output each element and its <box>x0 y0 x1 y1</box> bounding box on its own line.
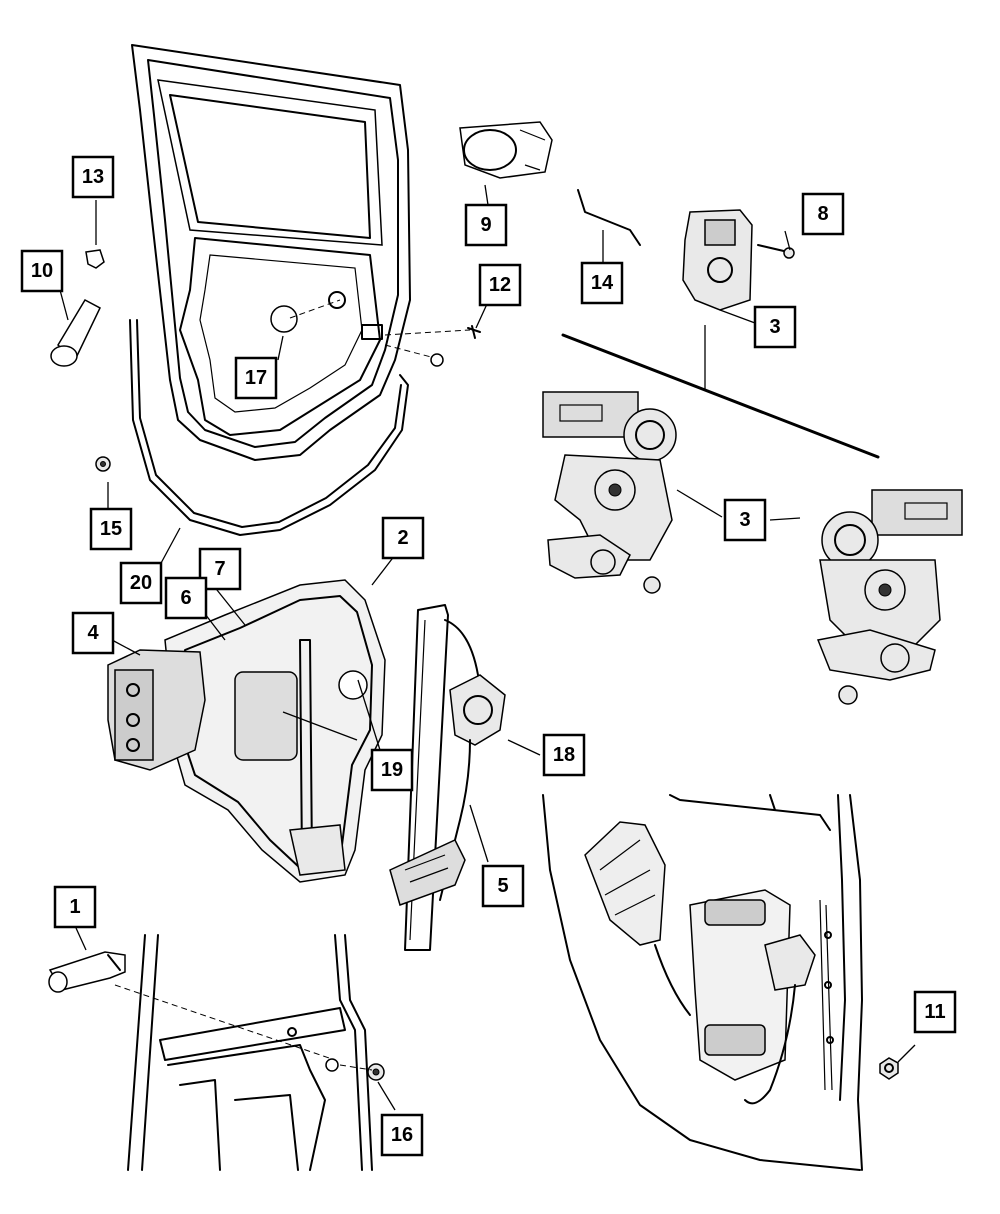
callout-17: 17 <box>234 356 278 400</box>
svg-text:8: 8 <box>817 203 828 225</box>
svg-text:18: 18 <box>553 744 575 766</box>
svg-text:7: 7 <box>214 558 225 580</box>
callout-10: 10 <box>20 249 64 293</box>
screw-12-illustration <box>467 325 481 339</box>
carrier-panel-2-illustration <box>164 579 386 883</box>
rod-13-illustration <box>577 189 641 246</box>
callout-6: 6 <box>164 576 208 620</box>
nut-11-illustration <box>879 1057 899 1080</box>
callout-9: 9 <box>464 203 508 247</box>
plug-10-illustration <box>50 299 101 367</box>
svg-text:13: 13 <box>82 166 104 188</box>
latch-4-illustration <box>107 649 206 771</box>
callout-3-top: 3 <box>753 305 797 349</box>
svg-text:11: 11 <box>924 1001 945 1023</box>
svg-text:3: 3 <box>769 316 780 338</box>
callout-19: 19 <box>370 748 414 792</box>
svg-text:17: 17 <box>245 367 267 389</box>
callout-18: 18 <box>542 733 586 777</box>
callout-2: 2 <box>381 516 425 560</box>
svg-text:16: 16 <box>391 1124 413 1146</box>
svg-text:20: 20 <box>130 572 152 594</box>
assembled-door-view-illustration <box>542 794 863 1171</box>
nut-16-illustration <box>367 1063 385 1081</box>
svg-text:5: 5 <box>497 875 508 897</box>
callout-13: 14 <box>580 261 624 305</box>
svg-text:2: 2 <box>397 527 408 549</box>
svg-text:6: 6 <box>180 587 191 609</box>
svg-text:1: 1 <box>69 896 80 918</box>
svg-text:3: 3 <box>739 509 750 531</box>
handle-1-illustration <box>48 951 126 993</box>
latch-large-left-illustration <box>542 391 677 594</box>
latch-large-right-illustration <box>816 489 963 705</box>
svg-text:14: 14 <box>591 272 614 294</box>
latch-small-illustration <box>682 209 753 311</box>
svg-text:9: 9 <box>480 214 491 236</box>
callout-4: 4 <box>71 611 115 655</box>
rear-door-shell-illustration <box>129 44 471 536</box>
callout-16: 16 <box>380 1113 424 1157</box>
callout-11: 11 <box>913 990 957 1034</box>
callout-1: 1 <box>53 885 97 929</box>
callout-20: 20 <box>119 561 163 605</box>
svg-text:4: 4 <box>87 622 99 644</box>
bolt-14-illustration <box>95 456 111 472</box>
handle-9-illustration <box>459 121 553 179</box>
svg-text:12: 12 <box>489 274 511 296</box>
svg-text:19: 19 <box>381 759 403 781</box>
callout-5: 5 <box>481 864 525 908</box>
regulator-5-illustration <box>389 604 506 951</box>
lower-door-shell-illustration <box>114 934 373 1171</box>
clip-15-illustration <box>85 249 105 269</box>
callout-12: 12 <box>478 263 522 307</box>
callout-14: 15 <box>89 507 133 551</box>
callout-8: 8 <box>801 192 845 236</box>
svg-text:10: 10 <box>31 260 53 282</box>
callout-15: 13 <box>71 155 115 199</box>
svg-text:15: 15 <box>100 518 122 540</box>
callout-3-middle: 3 <box>723 498 767 542</box>
